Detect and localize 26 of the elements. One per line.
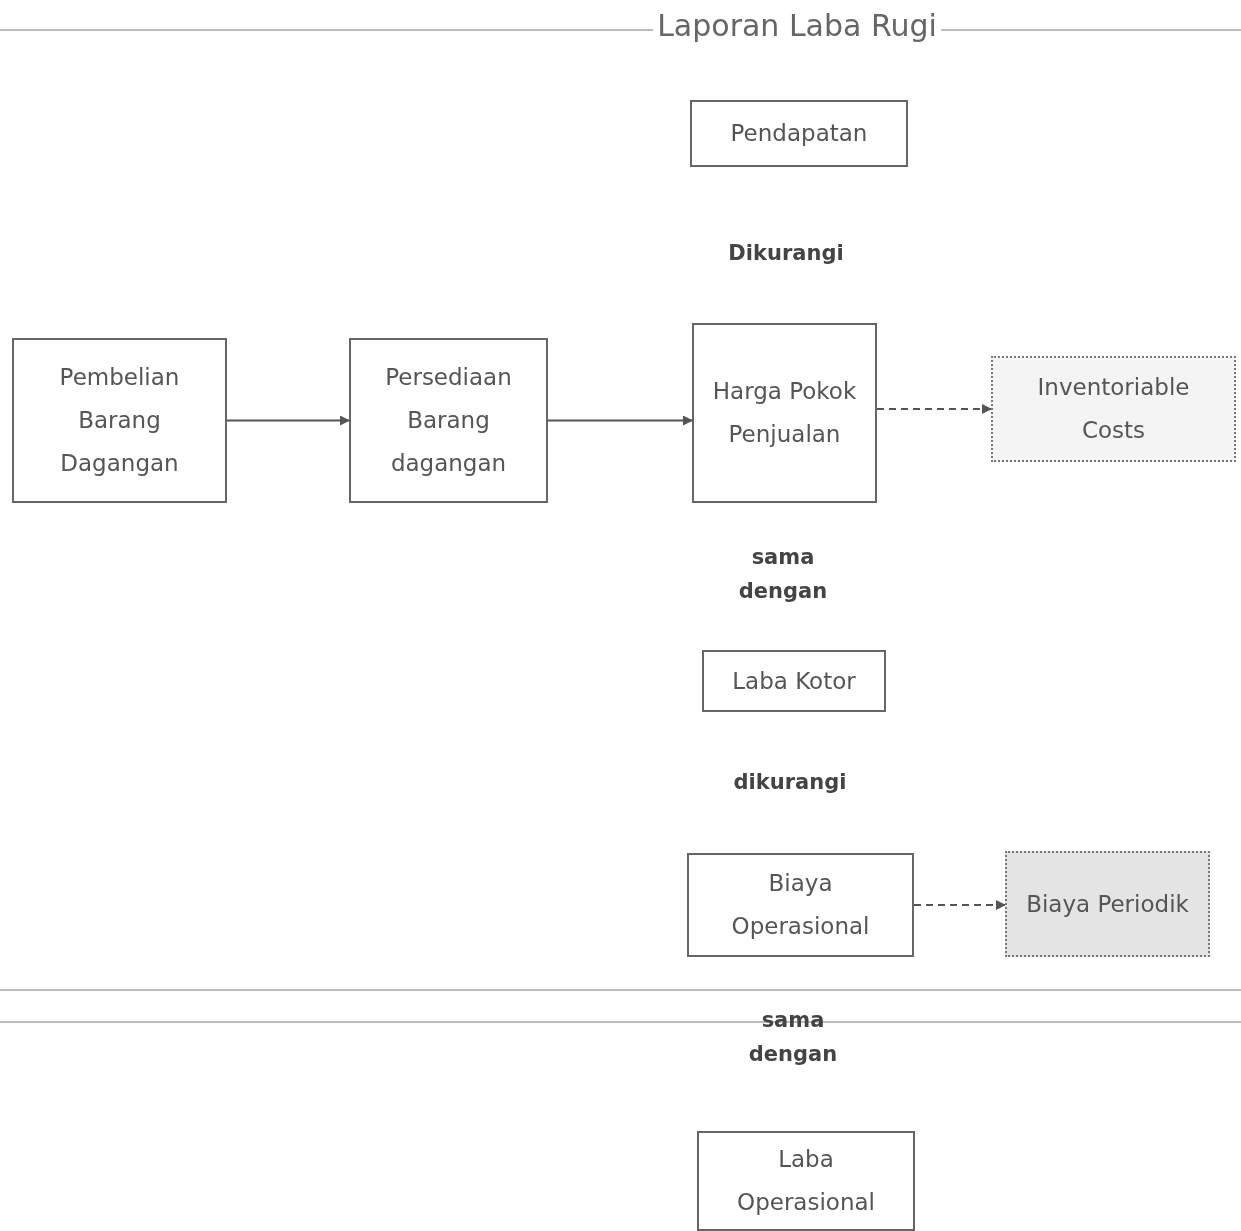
account-box: [349, 338, 548, 503]
arrow: [913, 900, 1006, 910]
account-box: [692, 323, 877, 503]
account-box: [12, 338, 227, 503]
box-label: Persediaan Barang dagangan: [384, 363, 513, 478]
box-label: Inventoriable Costs: [1036, 373, 1191, 445]
box-label: Biaya Periodik: [1025, 889, 1190, 919]
box-label: Laba Kotor: [731, 666, 857, 696]
account-box: [687, 853, 914, 957]
account-box: [697, 1131, 915, 1231]
arrow: [547, 415, 693, 426]
box-label: Biaya Operasional: [730, 869, 871, 941]
arrow: [226, 415, 350, 426]
account-box: [690, 100, 908, 167]
box-label: Laba Operasional: [736, 1145, 876, 1217]
operator-text: sama dengan: [738, 544, 828, 605]
account-box: [702, 650, 886, 712]
box-label: Pembelian Barang Dagangan: [58, 363, 181, 478]
account-box: [1005, 851, 1210, 957]
account-box: [991, 356, 1236, 462]
operator-text: dikurangi: [732, 769, 848, 796]
box-label: Harga Pokok Penjualan: [711, 377, 858, 449]
box-label: Pendapatan: [729, 119, 869, 148]
operator-text: Dikurangi: [727, 240, 845, 267]
operator-text: sama dengan: [748, 1007, 838, 1068]
arrow: [876, 404, 992, 414]
